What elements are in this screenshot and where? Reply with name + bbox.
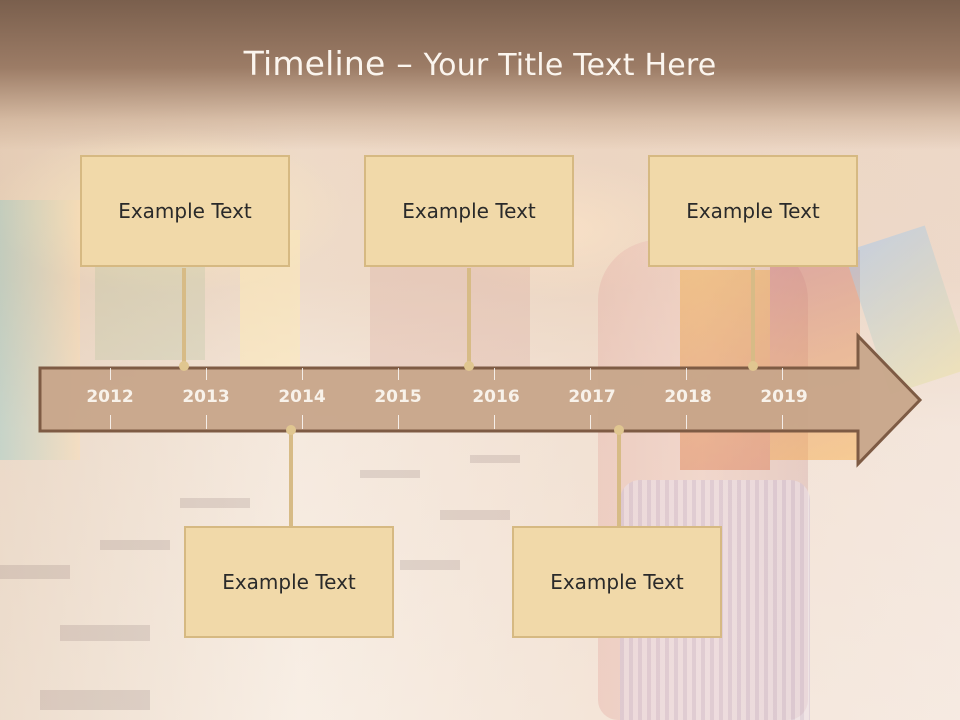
event-marker-dot: [179, 361, 189, 371]
year-label-2019: 2019: [760, 387, 808, 407]
floor-tile: [360, 470, 420, 478]
event-marker-dot: [748, 361, 758, 371]
event-marker-dot: [614, 425, 624, 435]
event-connector: [751, 268, 755, 366]
event-box-top-1[interactable]: Example Text: [80, 155, 290, 267]
year-label-2018: 2018: [664, 387, 712, 407]
year-tick: [206, 415, 207, 429]
year-tick: [782, 368, 783, 380]
year-tick: [590, 415, 591, 429]
event-box-top-3[interactable]: Example Text: [648, 155, 858, 267]
year-tick: [782, 415, 783, 429]
event-connector: [617, 430, 621, 526]
year-tick: [686, 415, 687, 429]
year-tick: [398, 368, 399, 380]
event-connector: [467, 268, 471, 366]
year-label-2016: 2016: [472, 387, 520, 407]
floor-tile: [60, 625, 150, 641]
year-tick: [110, 368, 111, 380]
year-tick: [494, 368, 495, 380]
floor-tile: [0, 565, 70, 579]
event-connector: [182, 268, 186, 366]
floor-tile: [40, 690, 150, 710]
slide-title: Timeline – Your Title Text Here: [0, 44, 960, 83]
title-rest: Your Title Text Here: [423, 48, 717, 83]
year-tick: [302, 368, 303, 380]
year-label-2017: 2017: [568, 387, 616, 407]
event-box-bottom-1[interactable]: Example Text: [184, 526, 394, 638]
year-label-2012: 2012: [86, 387, 134, 407]
year-tick: [302, 415, 303, 429]
year-label-2015: 2015: [374, 387, 422, 407]
year-label-2014: 2014: [278, 387, 326, 407]
year-label-2013: 2013: [182, 387, 230, 407]
event-box-bottom-2[interactable]: Example Text: [512, 526, 722, 638]
title-main: Timeline –: [243, 44, 413, 83]
year-tick: [494, 415, 495, 429]
year-tick: [590, 368, 591, 380]
header-band: [0, 0, 960, 150]
event-box-top-2[interactable]: Example Text: [364, 155, 574, 267]
event-connector: [289, 430, 293, 526]
floor-tile: [400, 560, 460, 570]
floor-tile: [180, 498, 250, 508]
floor-tile: [100, 540, 170, 550]
year-tick: [398, 415, 399, 429]
timeline-arrow-shape: [38, 332, 923, 468]
year-tick: [686, 368, 687, 380]
floor-tile: [440, 510, 510, 520]
year-tick: [110, 415, 111, 429]
year-tick: [206, 368, 207, 380]
store-front-right: [370, 260, 530, 370]
floor-tile: [470, 455, 520, 463]
event-marker-dot: [464, 361, 474, 371]
event-marker-dot: [286, 425, 296, 435]
